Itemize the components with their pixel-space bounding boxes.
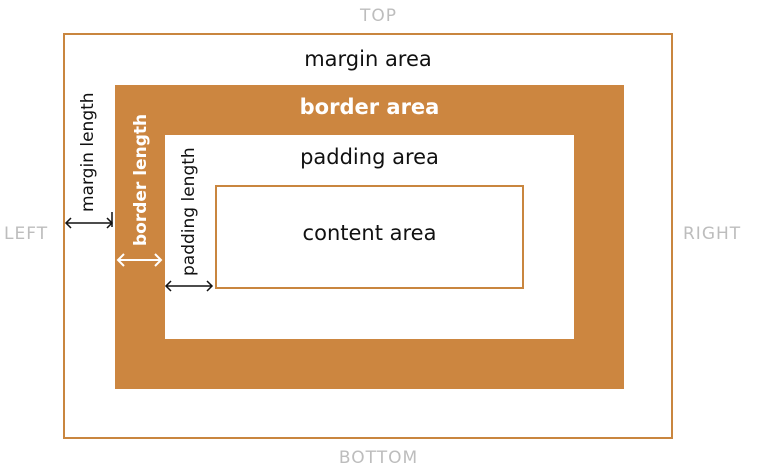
padding-area-label: padding area: [300, 145, 439, 169]
content-area-box: [215, 185, 524, 289]
border-area-label: border area: [299, 95, 440, 119]
bottom-side-label: BOTTOM: [338, 448, 419, 468]
padding-length-label: padding length: [179, 147, 199, 276]
left-side-label: LEFT: [4, 224, 49, 244]
top-side-label: TOP: [359, 6, 398, 26]
margin-area-label: margin area: [304, 47, 432, 71]
margin-length-label: margin length: [78, 92, 98, 212]
right-side-label: RIGHT: [683, 224, 742, 244]
content-area-label: content area: [302, 221, 437, 245]
border-length-label: border length: [131, 113, 151, 246]
